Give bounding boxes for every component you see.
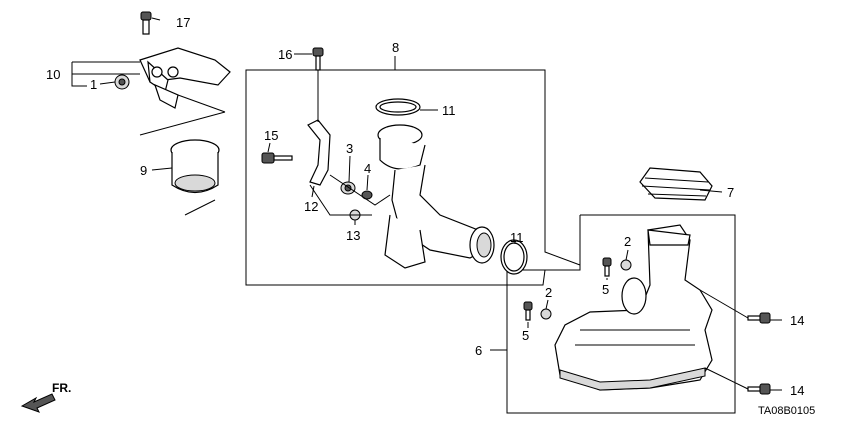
callout-8: 8 <box>392 40 399 55</box>
bolt-17-part <box>140 11 152 35</box>
callout-11-right: 11 <box>510 230 524 245</box>
callout-2-lower: 2 <box>545 285 552 300</box>
callout-12: 12 <box>304 199 318 214</box>
callout-4: 4 <box>364 161 371 176</box>
bolt-4-part <box>361 190 373 200</box>
nut-2-upper-part <box>620 259 632 271</box>
callout-2-upper: 2 <box>624 234 631 249</box>
callout-14-lower: 14 <box>790 383 804 398</box>
grommet-1-part <box>114 74 130 90</box>
o-ring-11-right-part <box>500 239 528 275</box>
callout-7: 7 <box>727 185 734 200</box>
callout-17: 17 <box>176 15 190 30</box>
callout-5-upper: 5 <box>602 282 609 297</box>
direction-label: FR. <box>52 381 71 395</box>
assembly-6-outline <box>506 214 736 414</box>
bracket-12-part <box>307 119 331 186</box>
bolt-16-part <box>312 47 324 71</box>
front-direction-arrow-icon <box>20 393 56 413</box>
bolt-14-upper-part <box>747 312 771 324</box>
callout-16: 16 <box>278 47 292 62</box>
callout-14-upper: 14 <box>790 313 804 328</box>
callout-10: 10 <box>46 67 60 82</box>
callout-3: 3 <box>346 141 353 156</box>
resonator-chamber-6-part <box>554 224 713 391</box>
intake-duct-8-part <box>377 124 495 269</box>
bolt-15-part <box>261 152 293 164</box>
rubber-boot-9-part <box>170 139 220 194</box>
callout-5-lower: 5 <box>522 328 529 343</box>
callout-11-top: 11 <box>442 103 456 118</box>
bolt-5-upper-part <box>602 257 612 277</box>
bolt-14-lower-part <box>747 383 771 395</box>
rubber-seal-7-part <box>639 167 713 201</box>
intake-cover-part <box>139 47 231 109</box>
callout-1: 1 <box>90 77 97 92</box>
callout-9: 9 <box>140 163 147 178</box>
callout-15: 15 <box>264 128 278 143</box>
callout-6: 6 <box>475 343 482 358</box>
o-ring-11-top-part <box>375 98 421 116</box>
bolt-5-lower-part <box>523 301 533 321</box>
nut-2-lower-part <box>540 308 552 320</box>
diagram-code: TA08B0105 <box>758 405 815 417</box>
callout-13: 13 <box>346 228 360 243</box>
